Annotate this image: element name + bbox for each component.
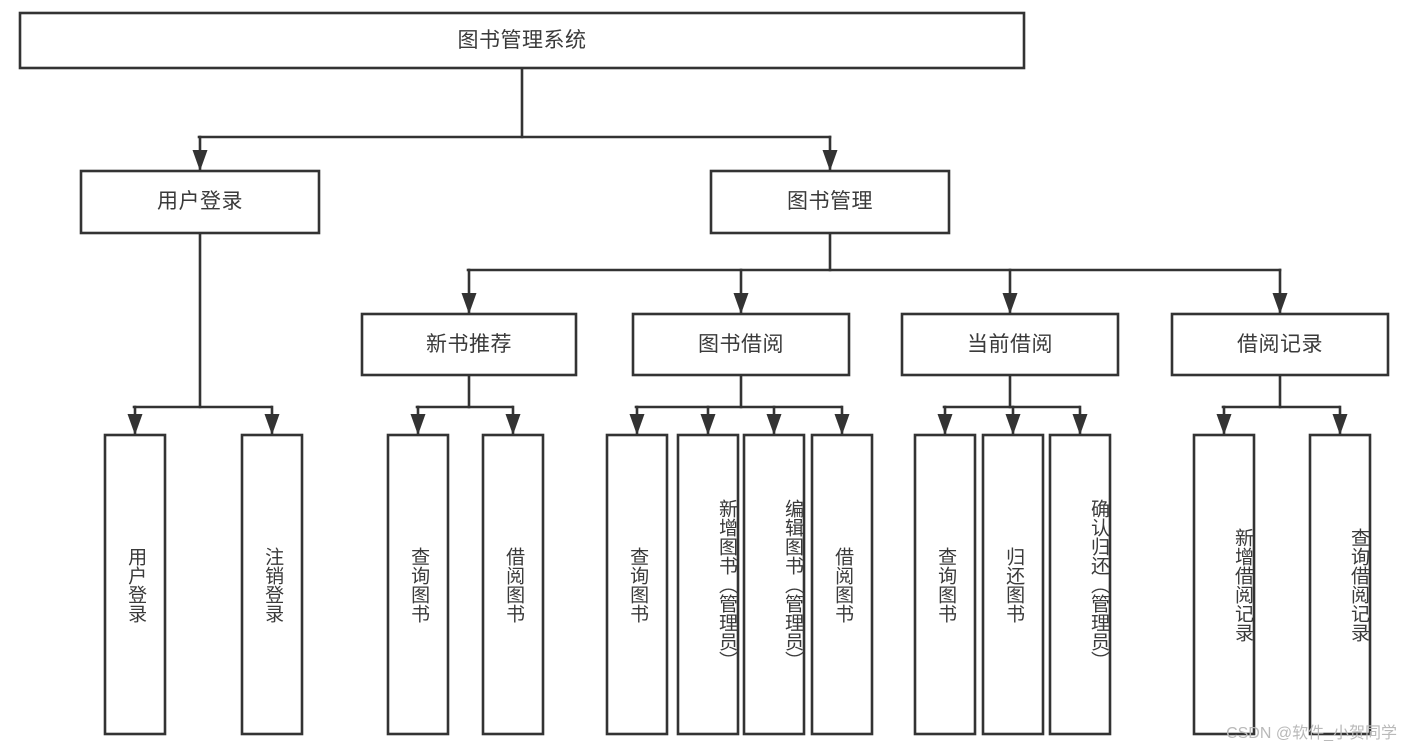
- node-box-book-manage[interactable]: [709, 169, 951, 235]
- node-box-leaf-add-record[interactable]: [1192, 433, 1256, 736]
- node-box-leaf-logout[interactable]: [240, 433, 304, 736]
- node-box-leaf-query-book-rec[interactable]: [386, 433, 450, 736]
- arrow-head-current-borrow: [1002, 293, 1018, 314]
- arrow-head-leaf-query-book-rec: [410, 414, 426, 435]
- arrow-head-leaf-add-book: [700, 414, 716, 435]
- node-box-book-borrow[interactable]: [631, 312, 851, 377]
- node-box-root[interactable]: [18, 11, 1026, 70]
- arrow-head-leaf-borrow-book-rec: [505, 414, 521, 435]
- node-box-new-book-rec[interactable]: [360, 312, 578, 377]
- arrow-head-leaf-edit-book: [766, 414, 782, 435]
- node-box-leaf-edit-book[interactable]: [742, 433, 806, 736]
- node-box-leaf-add-book[interactable]: [676, 433, 740, 736]
- arrow-head-book-borrow: [733, 293, 749, 314]
- arrow-head-leaf-logout: [264, 414, 280, 435]
- arrow-head-user-login: [192, 150, 208, 171]
- arrow-head-leaf-borrow-book: [834, 414, 850, 435]
- node-box-leaf-query-record[interactable]: [1308, 433, 1372, 736]
- arrow-head-leaf-confirm-return: [1072, 414, 1088, 435]
- node-box-leaf-return-book[interactable]: [981, 433, 1045, 736]
- node-box-leaf-user-login[interactable]: [103, 433, 167, 736]
- node-box-leaf-query-book[interactable]: [605, 433, 669, 736]
- arrow-head-leaf-query-book-cur: [937, 414, 953, 435]
- arrow-head-leaf-return-book: [1005, 414, 1021, 435]
- arrow-head-leaf-query-book: [629, 414, 645, 435]
- arrow-head-book-manage: [822, 150, 838, 171]
- connectors-layer: [127, 66, 1348, 437]
- node-box-current-borrow[interactable]: [900, 312, 1120, 377]
- node-box-leaf-confirm-return[interactable]: [1048, 433, 1112, 736]
- node-box-leaf-query-book-cur[interactable]: [913, 433, 977, 736]
- arrow-head-borrow-record: [1272, 293, 1288, 314]
- boxes-layer: [18, 11, 1390, 736]
- arrow-head-leaf-user-login: [127, 414, 143, 435]
- arrow-head-new-book-rec: [461, 293, 477, 314]
- node-box-leaf-borrow-book-rec[interactable]: [481, 433, 545, 736]
- arrow-head-leaf-query-record: [1332, 414, 1348, 435]
- node-box-leaf-borrow-book[interactable]: [810, 433, 874, 736]
- node-box-user-login[interactable]: [79, 169, 321, 235]
- arrow-head-leaf-add-record: [1216, 414, 1232, 435]
- node-box-borrow-record[interactable]: [1170, 312, 1390, 377]
